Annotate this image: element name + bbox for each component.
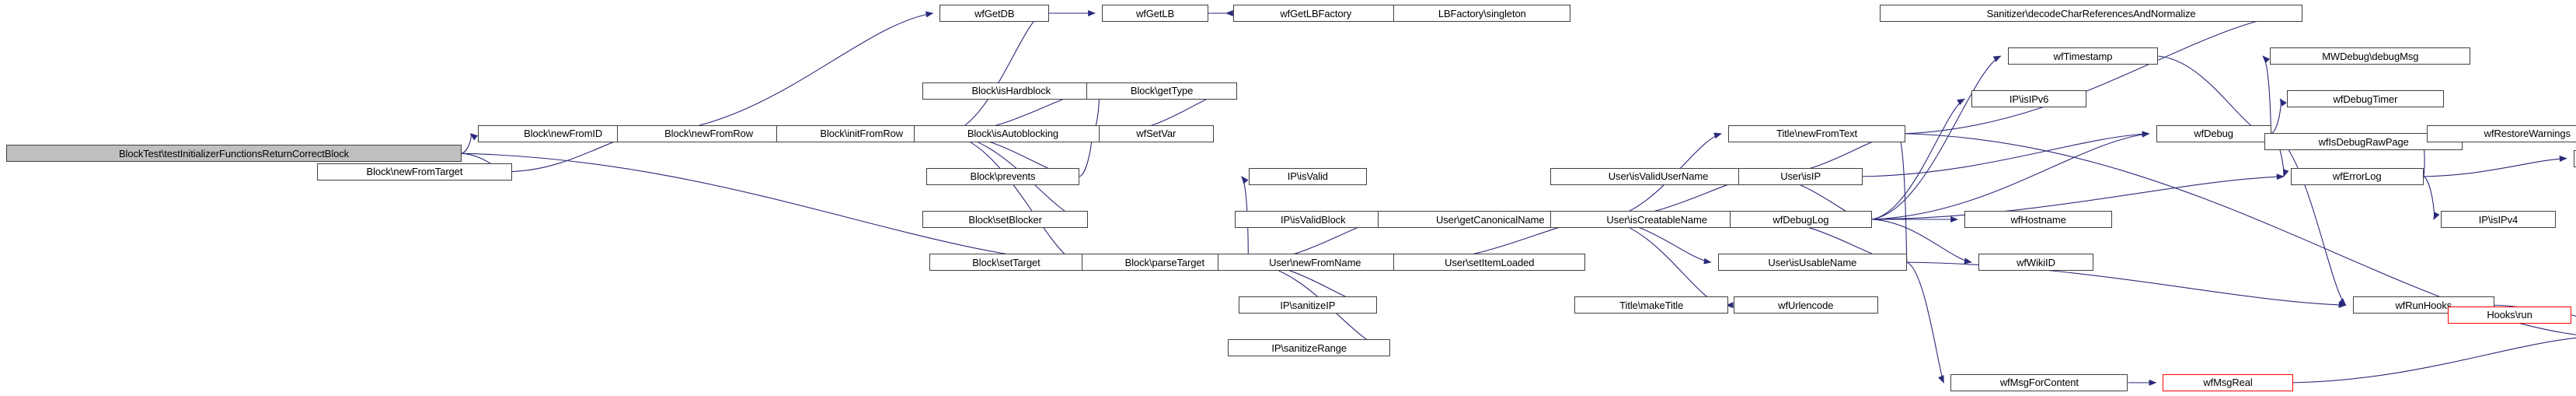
graph-node-label: wfRunHooks: [2395, 299, 2452, 311]
graph-node-wfIsDebugRawPage[interactable]: wfIsDebugRawPage: [2264, 133, 2463, 151]
graph-node-titleMakeTitle[interactable]: Title\makeTitle: [1574, 296, 1728, 314]
graph-node-isAutoblocking[interactable]: Block\isAutoblocking: [914, 124, 1112, 142]
graph-node-label: wfGetDB: [974, 7, 1015, 19]
graph-node-label: User\isCreatableName: [1606, 213, 1707, 226]
graph-node-wfUrlencode[interactable]: wfUrlencode: [1733, 296, 1878, 314]
graph-node-label: Block\prevents: [970, 170, 1036, 183]
graph-node-label: Block\isHardblock: [971, 85, 1051, 97]
graph-node-label: wfTimestamp: [2053, 50, 2113, 62]
graph-node-label: wfDebug: [2194, 128, 2233, 140]
graph-node-label: wfDebugTimer: [2333, 93, 2398, 105]
graph-node-isCreatableName[interactable]: User\isCreatableName: [1550, 211, 1763, 228]
graph-node-label: IP\isValidBlock: [1281, 213, 1346, 226]
graph-node-wfMsgForContent[interactable]: wfMsgForContent: [1950, 373, 2128, 391]
graph-node-userIsIP[interactable]: User\isIP: [1738, 167, 1863, 185]
graph-node-IPisIPv6[interactable]: IP\isIPv6: [1971, 90, 2087, 108]
graph-node-parseTarget[interactable]: Block\parseTarget: [1081, 254, 1249, 272]
graph-node-label: IP\isValid: [1287, 170, 1328, 183]
graph-node-wfSetVar[interactable]: wfSetVar: [1098, 124, 1214, 142]
graph-node-label: MWDebug\debugMsg: [2322, 50, 2419, 62]
graph-node-label: Block\newFromRow: [664, 128, 754, 140]
graph-node-newFromID[interactable]: Block\newFromID: [477, 124, 649, 142]
graph-node-label: wfGetLBFactory: [1280, 7, 1352, 19]
graph-node-label: User\newFromName: [1269, 256, 1361, 268]
graph-node-label: BlockTest\testInitializerFunctionsReturn…: [118, 147, 350, 159]
graph-node-label: Block\newFromID: [524, 128, 603, 140]
graph-node-wfSuppressWarnings[interactable]: wfSuppressWarnings: [2573, 149, 2576, 167]
graph-node-wfRestoreWarnings[interactable]: wfRestoreWarnings: [2427, 124, 2576, 142]
graph-node-label: Block\initFromRow: [820, 128, 904, 140]
graph-node-wfTimestamp[interactable]: wfTimestamp: [2007, 47, 2159, 65]
graph-node-label: Sanitizer\decodeCharReferencesAndNormali…: [1986, 7, 2196, 19]
graph-node-label: wfHostname: [2010, 213, 2066, 226]
graph-node-label: wfWikiID: [2017, 256, 2055, 268]
graph-node-wfMsgReal[interactable]: wfMsgReal: [2163, 373, 2293, 391]
graph-node-label: User\setItemLoaded: [1445, 256, 1535, 268]
graph-node-label: wfUrlencode: [1778, 299, 1834, 311]
graph-node-getType[interactable]: Block\getType: [1086, 82, 1237, 100]
graph-node-label: wfMsgForContent: [1999, 377, 2079, 389]
graph-node-IPisValidBlock[interactable]: IP\isValidBlock: [1235, 211, 1392, 228]
graph-node-label: wfGetLB: [1135, 7, 1175, 19]
graph-node-label: IP\sanitizeIP: [1280, 299, 1336, 311]
graph-node-newFromRow[interactable]: Block\newFromRow: [617, 124, 800, 142]
graph-node-sanitizerDecode[interactable]: Sanitizer\decodeCharReferencesAndNormali…: [1880, 5, 2302, 22]
graph-node-wfDebug[interactable]: wfDebug: [2156, 124, 2271, 142]
graph-node-label: User\isIP: [1780, 170, 1821, 183]
graph-node-MWDebugDebugMsg[interactable]: MWDebug\debugMsg: [2270, 47, 2471, 65]
graph-node-label: Block\setTarget: [972, 256, 1041, 268]
graph-node-label: User\getCanonicalName: [1435, 213, 1545, 226]
graph-node-wfErrorLog[interactable]: wfErrorLog: [2290, 167, 2424, 185]
graph-node-setBlocker[interactable]: Block\setBlocker: [922, 211, 1089, 228]
graph-node-newFromTarget[interactable]: Block\newFromTarget: [317, 163, 512, 180]
graph-node-label: LBFactory\singleton: [1438, 7, 1526, 19]
graph-node-LBFactorySingleton[interactable]: LBFactory\singleton: [1393, 5, 1571, 22]
graph-node-label: Title\makeTitle: [1619, 299, 1684, 311]
graph-node-label: User\isValidUserName: [1608, 170, 1709, 183]
graph-node-label: Block\parseTarget: [1124, 256, 1205, 268]
graph-node-userNewFromName[interactable]: User\newFromName: [1217, 254, 1413, 272]
graph-node-IPisValid[interactable]: IP\isValid: [1248, 167, 1367, 185]
graph-node-label: IP\sanitizeRange: [1271, 342, 1347, 354]
graph-node-userSetItemLoaded[interactable]: User\setItemLoaded: [1393, 254, 1586, 272]
graph-node-label: IP\isIPv4: [2478, 213, 2518, 226]
graph-node-label: wfDebugLog: [1773, 213, 1829, 226]
graph-node-label: Title\newFromText: [1776, 128, 1857, 140]
graph-node-getCanonicalName[interactable]: User\getCanonicalName: [1378, 211, 1603, 228]
graph-node-label: Hooks\run: [2487, 309, 2532, 321]
graph-node-root[interactable]: BlockTest\testInitializerFunctionsReturn…: [6, 145, 462, 163]
graph-node-label: Block\getType: [1130, 85, 1194, 97]
graph-node-wfHostname[interactable]: wfHostname: [1964, 211, 2113, 228]
graph-node-label: wfSetVar: [1136, 128, 1176, 140]
graph-node-isHardblock[interactable]: Block\isHardblock: [922, 82, 1100, 100]
graph-node-hooksRun[interactable]: Hooks\run: [2447, 306, 2572, 324]
graph-node-initFromRow[interactable]: Block\initFromRow: [776, 124, 947, 142]
graph-node-wfWikiID[interactable]: wfWikiID: [1978, 254, 2094, 272]
graph-node-IPisIPv4[interactable]: IP\isIPv4: [2440, 211, 2557, 228]
graph-node-wfDebugTimer[interactable]: wfDebugTimer: [2287, 90, 2444, 108]
graph-node-titleNewFromText[interactable]: Title\newFromText: [1728, 124, 1905, 142]
graph-node-wfGetLBFactory[interactable]: wfGetLBFactory: [1232, 5, 1399, 22]
graph-node-label: wfMsgReal: [2203, 377, 2253, 389]
graph-node-wfDebugLog[interactable]: wfDebugLog: [1730, 211, 1872, 228]
graph-node-label: IP\isIPv6: [2009, 93, 2049, 105]
graph-node-isValidUserName[interactable]: User\isValidUserName: [1550, 167, 1766, 185]
graph-node-label: wfIsDebugRawPage: [2318, 135, 2409, 148]
graph-node-label: Block\isAutoblocking: [967, 128, 1059, 140]
graph-node-setTarget[interactable]: Block\setTarget: [929, 254, 1083, 272]
graph-node-IPsanitizeIP[interactable]: IP\sanitizeIP: [1238, 296, 1378, 314]
graph-node-IPsanitizeRange[interactable]: IP\sanitizeRange: [1228, 339, 1391, 357]
graph-node-wfGetDB[interactable]: wfGetDB: [939, 5, 1050, 22]
graph-node-wfGetLB[interactable]: wfGetLB: [1102, 5, 1208, 22]
graph-node-label: Block\setBlocker: [968, 213, 1042, 226]
graph-node-label: Block\newFromTarget: [366, 166, 463, 178]
graph-node-label: wfRestoreWarnings: [2484, 128, 2571, 140]
graph-node-isUsableName[interactable]: User\isUsableName: [1717, 254, 1907, 272]
graph-node-label: User\isUsableName: [1768, 256, 1857, 268]
graph-node-prevents[interactable]: Block\prevents: [925, 167, 1080, 185]
graph-node-label: wfErrorLog: [2332, 170, 2382, 183]
